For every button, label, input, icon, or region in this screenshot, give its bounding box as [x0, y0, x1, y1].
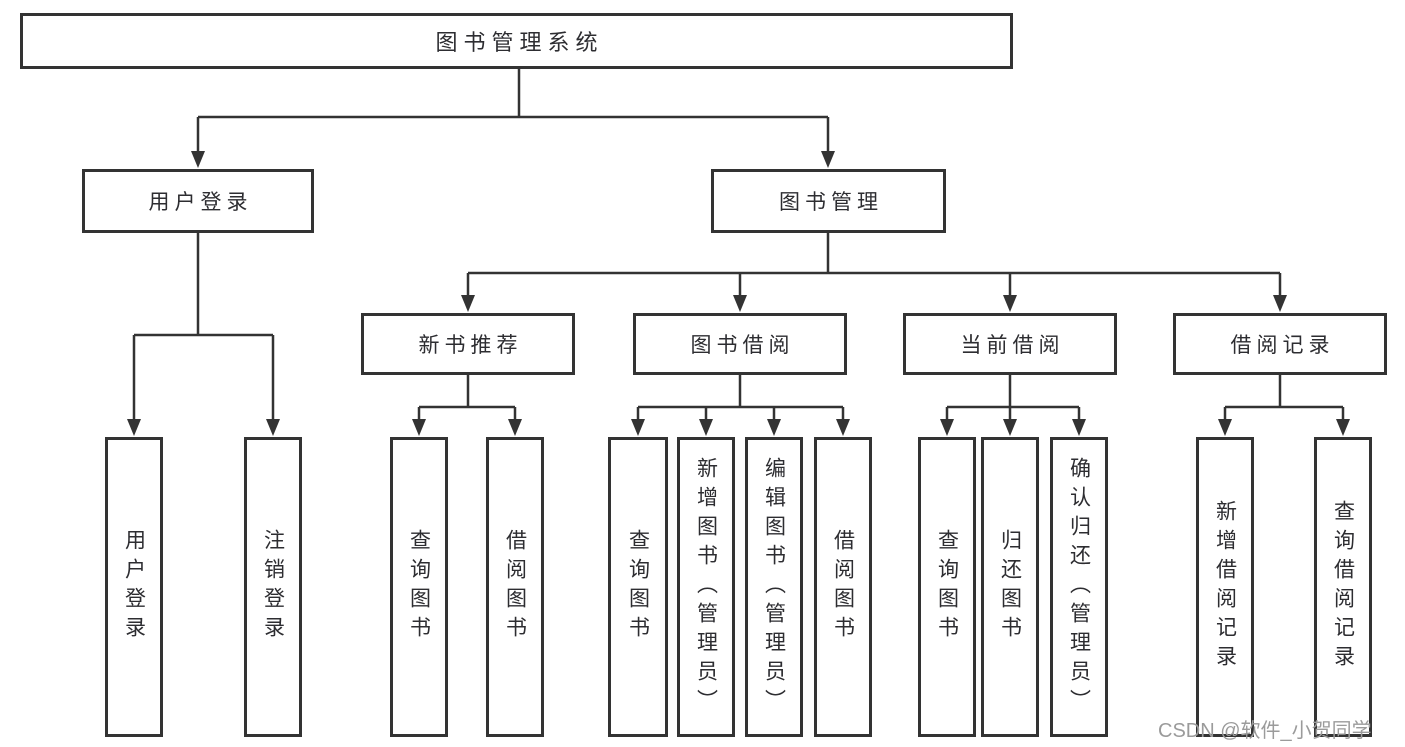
node-leaf-add-borrow-record: 新增借阅记录 — [1196, 437, 1254, 737]
arrowhead-icon — [1218, 419, 1232, 436]
arrowheads — [127, 151, 1350, 436]
arrowhead-icon — [1273, 295, 1287, 312]
arrowhead-icon — [508, 419, 522, 436]
node-leaf-confirm-return-admin: 确认归还（管理员） — [1050, 437, 1108, 737]
arrowhead-icon — [733, 295, 747, 312]
edge-root-to-level2 — [196, 69, 830, 152]
node-book-borrow: 图书借阅 — [633, 313, 847, 375]
node-leaf-return-books: 归还图书 — [981, 437, 1039, 737]
edge-borrow-records-children — [1223, 375, 1345, 421]
edge-new-book-rec-children — [417, 375, 517, 421]
edge-book-borrow-children — [636, 375, 845, 421]
node-book-management: 图书管理 — [711, 169, 946, 233]
node-new-book-recommend: 新书推荐 — [361, 313, 575, 375]
node-leaf-add-books-admin: 新增图书（管理员） — [677, 437, 735, 737]
arrowhead-icon — [266, 419, 280, 436]
node-user-login: 用户登录 — [82, 169, 314, 233]
arrowhead-icon — [821, 151, 835, 168]
node-leaf-borrow-books-2: 借阅图书 — [814, 437, 872, 737]
arrowhead-icon — [1336, 419, 1350, 436]
arrowhead-icon — [940, 419, 954, 436]
node-leaf-query-books-3: 查询图书 — [918, 437, 976, 737]
csdn-watermark: CSDN @软件_小贺同学 — [1158, 720, 1372, 742]
arrowhead-icon — [127, 419, 141, 436]
edge-current-borrow-children — [945, 375, 1081, 421]
arrowhead-icon — [461, 295, 475, 312]
node-leaf-query-books-2: 查询图书 — [608, 437, 668, 737]
node-root-system: 图书管理系统 — [20, 13, 1013, 69]
arrowhead-icon — [836, 419, 850, 436]
arrowhead-icon — [767, 419, 781, 436]
node-leaf-borrow-books-1: 借阅图书 — [486, 437, 544, 737]
edge-book-mgmt-children — [466, 233, 1282, 297]
arrowhead-icon — [191, 151, 205, 168]
arrowhead-icon — [1072, 419, 1086, 436]
node-leaf-user-login: 用户登录 — [105, 437, 163, 737]
node-leaf-query-books-1: 查询图书 — [390, 437, 448, 737]
arrowhead-icon — [631, 419, 645, 436]
node-current-borrow: 当前借阅 — [903, 313, 1117, 375]
arrowhead-icon — [699, 419, 713, 436]
node-leaf-query-borrow-record: 查询借阅记录 — [1314, 437, 1372, 737]
node-leaf-edit-books-admin: 编辑图书（管理员） — [745, 437, 803, 737]
node-borrow-records: 借阅记录 — [1173, 313, 1387, 375]
arrowhead-icon — [412, 419, 426, 436]
node-leaf-logout: 注销登录 — [244, 437, 302, 737]
edge-user-login-children — [132, 233, 275, 420]
arrowhead-icon — [1003, 419, 1017, 436]
arrowhead-icon — [1003, 295, 1017, 312]
